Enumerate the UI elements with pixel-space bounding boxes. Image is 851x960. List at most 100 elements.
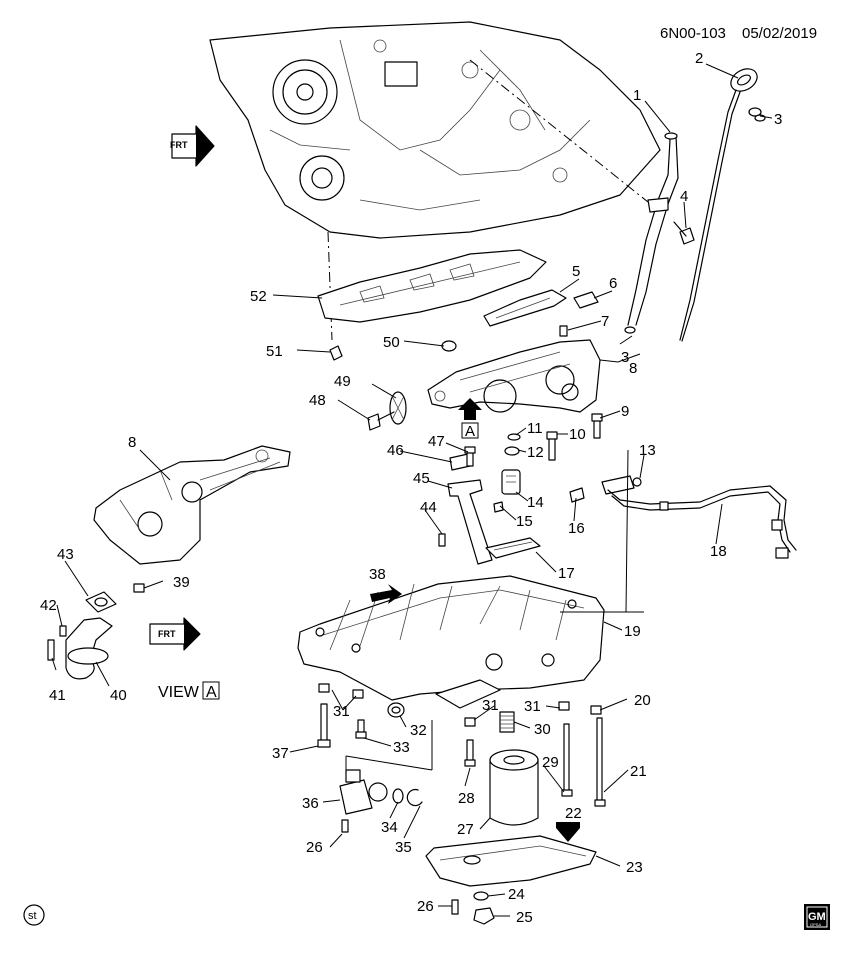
callout-4: 4	[680, 188, 688, 205]
callout-8b: 8	[128, 434, 136, 451]
callout-10: 10	[569, 426, 586, 443]
callout-21: 21	[630, 763, 647, 780]
view-a-bolt-41	[47, 639, 55, 661]
callout-35: 35	[395, 839, 412, 856]
view-a-front-arrow: FRT	[149, 617, 201, 651]
callout-22: 22	[565, 805, 582, 822]
diagram-date: 05/02/2019	[742, 25, 817, 42]
leader-lines	[51, 63, 773, 917]
callout-39: 39	[173, 574, 190, 591]
callout-46: 46	[387, 442, 404, 459]
oil-level-indicator-tube	[624, 132, 679, 334]
oil-filter	[489, 749, 539, 826]
plug-32	[387, 702, 405, 718]
callout-8: 8	[629, 360, 637, 377]
view-a-bolt-39	[133, 583, 145, 593]
view-a-pickup-40	[65, 617, 113, 680]
callout-33: 33	[393, 739, 410, 756]
callout-31a: 31	[333, 703, 350, 720]
callout-26b: 26	[306, 839, 323, 856]
callout-31b: 31	[482, 697, 499, 714]
seal-11	[507, 433, 521, 441]
callout-48: 48	[309, 392, 326, 409]
callout-7: 7	[601, 313, 609, 330]
callout-18: 18	[710, 543, 727, 560]
oil-pickup-tube	[447, 479, 493, 565]
callout-13: 13	[639, 442, 656, 459]
pin-7	[559, 325, 568, 337]
oil-level-indicator	[679, 68, 758, 342]
view-a-box	[202, 681, 220, 700]
callout-3b: 3	[621, 349, 629, 366]
bolt-15	[493, 501, 504, 513]
callout-38: 38	[369, 566, 386, 583]
callout-37: 37	[272, 745, 289, 762]
drain-plug-25	[473, 907, 495, 925]
callout-9: 9	[621, 403, 629, 420]
bolt-16	[569, 487, 585, 503]
callout-41: 41	[49, 687, 66, 704]
gm-logo-text: GM	[808, 911, 826, 923]
callout-49: 49	[334, 373, 351, 390]
callout-29: 29	[542, 754, 559, 771]
callout-24: 24	[508, 886, 525, 903]
sprocket-bolt	[367, 411, 395, 431]
washer-24	[473, 891, 489, 901]
callout-15: 15	[516, 513, 533, 530]
oil-pump-sprocket	[389, 391, 407, 425]
callout-3: 3	[774, 111, 782, 128]
front-direction-arrow: FRT	[170, 125, 215, 167]
callout-50: 50	[383, 334, 400, 351]
pin-44	[438, 533, 446, 547]
callout-43: 43	[57, 546, 74, 563]
pan-fasteners	[317, 683, 606, 807]
filter-fitting-30	[499, 711, 515, 733]
oil-pump-gasket	[483, 289, 567, 327]
gm-logo: GM GPSA	[804, 904, 830, 930]
view-a-front-label: FRT	[158, 629, 176, 639]
callout-14: 14	[527, 494, 544, 511]
st-badge-text: st	[28, 910, 37, 922]
callout-20: 20	[634, 692, 651, 709]
seal-12	[504, 446, 520, 456]
callout-31c: 31	[524, 698, 541, 715]
view-a-label: VIEW	[158, 684, 200, 701]
callout-numbers: 1 2 3 4 5 6 7 3 8 9 10 11 12 13 14 15 16…	[40, 50, 782, 926]
callout-1: 1	[633, 87, 641, 104]
bolt-47	[464, 446, 476, 467]
view-a-gasket-43	[85, 591, 117, 613]
arrow-22	[556, 822, 580, 842]
callout-12: 12	[527, 444, 544, 461]
callout-17: 17	[558, 565, 575, 582]
callout-30: 30	[534, 721, 551, 738]
callout-19: 19	[624, 623, 641, 640]
lower-oil-pan	[425, 835, 597, 887]
callout-32: 32	[410, 722, 427, 739]
callout-36: 36	[302, 795, 319, 812]
callout-23: 23	[626, 859, 643, 876]
oil-pan	[297, 575, 605, 709]
engine-block	[209, 21, 661, 341]
callout-47: 47	[428, 433, 445, 450]
oil-pump-assembly	[427, 339, 601, 413]
callout-52: 52	[250, 288, 267, 305]
callout-40: 40	[110, 687, 127, 704]
callout-26: 26	[417, 898, 434, 915]
oil-pump-solenoid	[501, 469, 521, 495]
tube-bolt	[673, 221, 695, 245]
callout-28: 28	[458, 790, 475, 807]
diagram-code: 6N00-103	[660, 25, 726, 42]
view-a-pin-42	[59, 625, 67, 637]
thermostat-valve	[339, 769, 423, 833]
callout-34: 34	[381, 819, 398, 836]
baffle-bolt-51	[329, 345, 343, 361]
view-a-box-letter: A	[206, 684, 217, 701]
front-label: FRT	[170, 140, 188, 150]
callout-51: 51	[266, 343, 283, 360]
callout-45: 45	[413, 470, 430, 487]
view-a-arrow: A	[458, 398, 482, 440]
callout-25: 25	[516, 909, 533, 926]
pickup-gasket	[485, 537, 541, 559]
st-badge: st	[23, 904, 45, 926]
bolt-26-lower	[451, 899, 459, 915]
